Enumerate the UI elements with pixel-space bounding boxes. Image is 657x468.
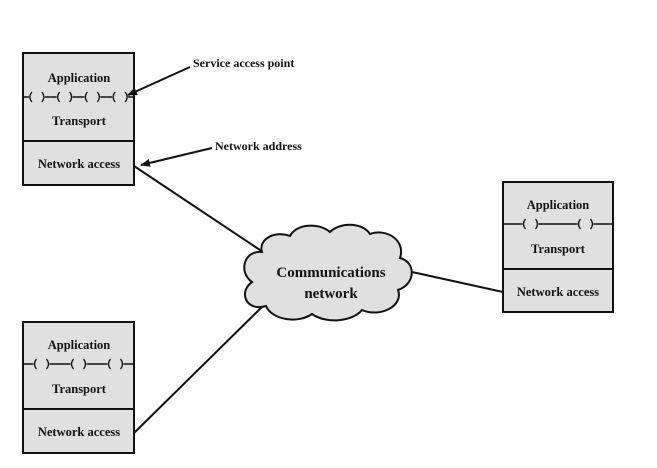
host-c-sap-line [23, 358, 134, 370]
host-a-box [22, 52, 135, 186]
service-access-point-icon [577, 218, 594, 230]
sap-arrow [127, 66, 191, 96]
cloud-label-line1: Communications [276, 265, 385, 281]
host-c-box [22, 321, 135, 454]
service-access-point-icon [107, 358, 124, 370]
link-host-a-cloud [133, 165, 267, 255]
service-access-point-icon [56, 91, 73, 103]
link-host-b-cloud [411, 271, 504, 293]
host-b-sap-line [503, 218, 613, 230]
service-access-point-label: Service access point [193, 56, 294, 70]
service-access-point-icon [70, 358, 87, 370]
network-address-label: Network address [215, 139, 302, 153]
service-access-point-icon [522, 218, 539, 230]
link-host-c-cloud [133, 302, 267, 434]
host-a-network-access-label: Network access [38, 157, 120, 171]
callout-network-address: Network address [140, 139, 302, 167]
host-a: Application Transport Network access [22, 52, 135, 186]
host-c-transport-label: Transport [52, 382, 107, 396]
service-access-point-icon [33, 358, 50, 370]
cloud-label-line2: network [304, 286, 358, 302]
host-b-transport-label: Transport [531, 242, 586, 256]
host-c: Application Transport Network access [22, 321, 135, 454]
service-access-point-icon [112, 91, 128, 103]
host-b: Application Transport Network access [502, 181, 614, 313]
service-access-point-icon [29, 91, 45, 103]
cloud-shape [243, 223, 413, 322]
network-address-arrow [140, 147, 213, 167]
service-access-point-icon [84, 91, 101, 103]
host-a-transport-label: Transport [52, 114, 107, 128]
host-c-application-label: Application [48, 338, 111, 352]
host-b-box [502, 181, 614, 313]
host-b-application-label: Application [527, 198, 590, 212]
host-a-application-label: Application [48, 71, 111, 85]
communications-network-cloud: Communications network [243, 223, 413, 322]
host-b-network-access-label: Network access [517, 285, 599, 299]
host-c-network-access-label: Network access [38, 425, 120, 439]
host-a-sap-line [23, 91, 134, 103]
callout-service-access-point: Service access point [127, 56, 294, 96]
